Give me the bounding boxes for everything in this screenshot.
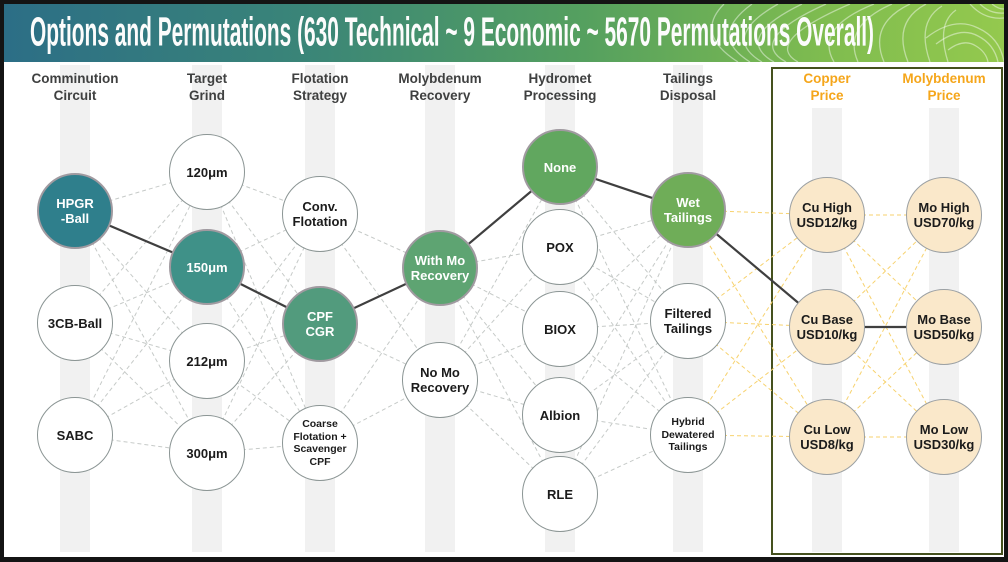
economic-options-box [771, 67, 1003, 555]
slide-title: Options and Permutations (630 Technical … [30, 9, 875, 56]
node-hpgr-ball: HPGR-Ball [37, 173, 113, 249]
column-band [425, 65, 455, 552]
node-rle: RLE [522, 456, 598, 532]
node-212um: 212μm [169, 323, 245, 399]
node-pox: POX [522, 209, 598, 285]
node-biox: BIOX [522, 291, 598, 367]
node-sabc: SABC [37, 397, 113, 473]
node-conv-flotation: Conv.Flotation [282, 176, 358, 252]
node-150um: 150μm [169, 229, 245, 305]
node-120um: 120μm [169, 134, 245, 210]
topo-pattern-decoration [711, 4, 1004, 62]
node-none: None [522, 129, 598, 205]
node-albion: Albion [522, 377, 598, 453]
node-300um: 300μm [169, 415, 245, 491]
slide-sheet: Options and Permutations (630 Technical … [4, 4, 1004, 557]
title-banner: Options and Permutations (630 Technical … [4, 4, 1004, 62]
node-3cb-ball: 3CB-Ball [37, 285, 113, 361]
